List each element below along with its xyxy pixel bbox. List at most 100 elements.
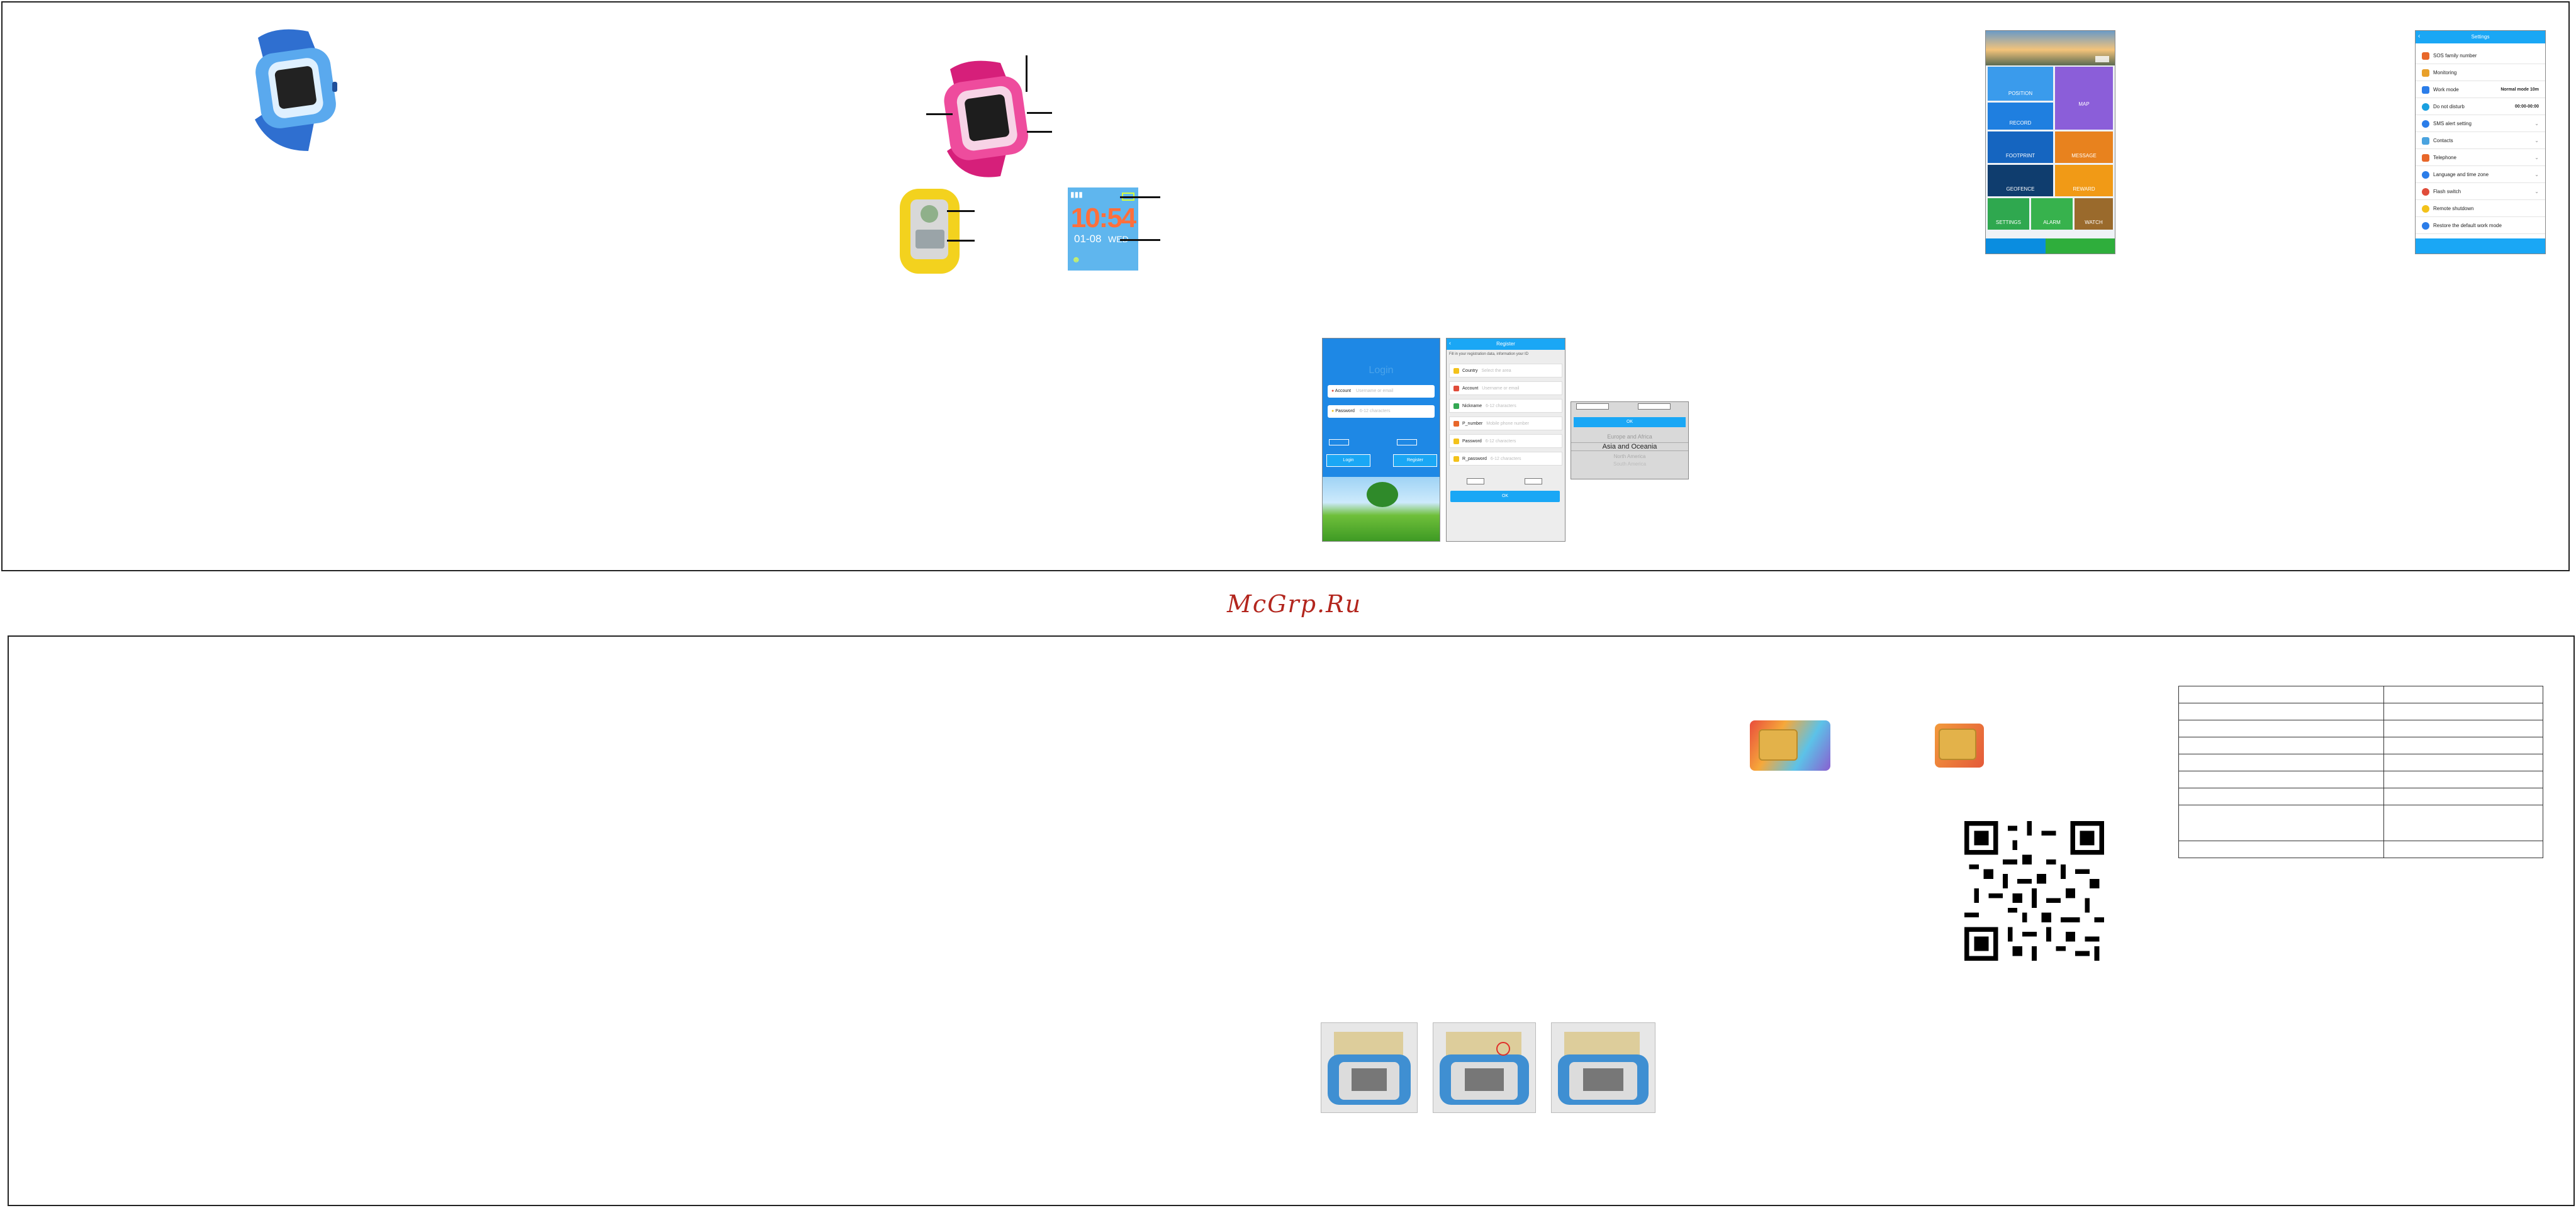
callout-line xyxy=(1027,131,1052,133)
sos-icon xyxy=(2422,52,2429,60)
table-row xyxy=(2178,703,2543,720)
clock-screen: ▮▮▮ 10:54 01-08 WED ☻ xyxy=(1068,187,1138,271)
callout-line xyxy=(947,210,975,212)
home-screen: POSITION MAP RECORD FOOTPRINT MESSAGE GE… xyxy=(1985,30,2115,254)
region-option[interactable]: Europe and Africa xyxy=(1607,433,1652,440)
bottom-tab-bar[interactable] xyxy=(2416,238,2545,254)
field-placeholder: Username or email xyxy=(1482,386,1520,391)
tile-alarm[interactable]: ALARM xyxy=(2031,198,2073,230)
tile-geofence[interactable]: GEOFENCE xyxy=(1988,165,2053,196)
tab-account[interactable] xyxy=(2046,238,2115,254)
install-photo-3 xyxy=(1551,1022,1655,1113)
picker-right[interactable] xyxy=(1525,478,1542,484)
settings-row-contacts[interactable]: Contacts⌄ xyxy=(2416,132,2545,149)
tile-label: ALARM xyxy=(2043,220,2061,225)
settings-row-monitoring[interactable]: Monitoring xyxy=(2416,64,2545,81)
blue-watch-image xyxy=(255,29,337,151)
qr-code-image xyxy=(1964,821,2104,961)
header-image xyxy=(1986,31,2115,65)
phone-icon xyxy=(2422,69,2429,77)
row-label: Language and time zone xyxy=(2433,172,2489,177)
callout-line xyxy=(947,240,975,242)
tile-position[interactable]: POSITION xyxy=(1988,67,2053,101)
chevron-down-icon: ⌄ xyxy=(2534,189,2539,194)
region-option-selected[interactable]: Asia and Oceania xyxy=(1571,442,1688,451)
field-label: Password xyxy=(1462,439,1482,444)
sim-card-large xyxy=(1750,720,1830,771)
clock-date: 01-08 xyxy=(1074,233,1102,245)
picker-left[interactable] xyxy=(1576,403,1609,410)
tile-map[interactable]: MAP xyxy=(2055,67,2113,130)
region-option[interactable]: South America xyxy=(1613,461,1647,467)
bottom-panel xyxy=(8,635,2575,1206)
register-hint: Fill in your registration data, informat… xyxy=(1449,352,1529,356)
login-screen: Login ● Account Username or email ● Pass… xyxy=(1322,338,1440,542)
telephone-icon xyxy=(2422,154,2429,162)
picker-left[interactable] xyxy=(1467,478,1484,484)
table-row xyxy=(2178,805,2543,841)
settings-row-restore[interactable]: Restore the default work mode xyxy=(2416,217,2545,234)
install-photo-2 xyxy=(1433,1022,1536,1113)
settings-row-sms[interactable]: SMS alert setting⌄ xyxy=(2416,115,2545,132)
tile-footprint[interactable]: FOOTPRINT xyxy=(1988,131,2053,163)
clock-weekday: WED xyxy=(1108,234,1129,244)
region-ok-button[interactable]: OK xyxy=(1574,417,1686,427)
nickname-icon xyxy=(1453,403,1459,409)
account-field[interactable]: ● Account Username or email xyxy=(1328,385,1435,398)
tile-watch[interactable]: WATCH xyxy=(2075,198,2113,230)
tile-record[interactable]: RECORD xyxy=(1988,103,2053,130)
settings-row-language[interactable]: Language and time zone⌄ xyxy=(2416,166,2545,183)
battery-icon xyxy=(2095,56,2109,62)
country-icon xyxy=(1453,368,1459,374)
status-icon: ☻ xyxy=(1072,254,1081,264)
table-row xyxy=(2178,788,2543,805)
tile-label: MAP xyxy=(2078,101,2090,107)
tab-home[interactable] xyxy=(1986,238,2046,254)
table-row xyxy=(2178,720,2543,737)
tile-message[interactable]: MESSAGE xyxy=(2055,131,2113,163)
field-label: Nickname xyxy=(1462,404,1482,408)
table-row xyxy=(2178,737,2543,754)
register-button[interactable]: Register xyxy=(1393,454,1437,467)
callout-line xyxy=(1026,55,1028,92)
watch-back-image xyxy=(900,189,960,274)
login-button[interactable]: Login xyxy=(1326,454,1370,467)
sim-card-small xyxy=(1935,724,1984,768)
row-label: Flash switch xyxy=(2433,189,2461,194)
callout-line xyxy=(926,113,953,115)
clock-time: 10:54 xyxy=(1070,203,1137,233)
region-picker: OK Europe and Africa Asia and Oceania No… xyxy=(1571,401,1689,479)
back-arrow-icon[interactable]: ‹ xyxy=(1449,340,1451,346)
globe-icon xyxy=(2422,171,2429,179)
tile-reward[interactable]: REWARD xyxy=(2055,165,2113,196)
settings-row-telephone[interactable]: Telephone⌄ xyxy=(2416,149,2545,166)
tile-label: REWARD xyxy=(2073,186,2095,192)
moon-icon xyxy=(2422,103,2429,111)
callout-line xyxy=(1120,196,1160,198)
settings-row-shutdown[interactable]: Remote shutdown xyxy=(2416,200,2545,217)
chevron-down-icon: ⌄ xyxy=(2534,155,2539,160)
remember-checkbox[interactable] xyxy=(1329,439,1349,445)
password-field[interactable]: ● Password 6-12 characters xyxy=(1328,405,1435,418)
contacts-icon xyxy=(2422,137,2429,145)
tile-settings[interactable]: SETTINGS xyxy=(1988,198,2029,230)
back-arrow-icon[interactable]: ‹ xyxy=(2418,33,2421,40)
region-option[interactable]: North America xyxy=(1613,454,1646,459)
watermark: McGrp.Ru xyxy=(1227,590,1362,618)
row-label: Do not disturb xyxy=(2433,104,2465,109)
password-label: Password xyxy=(1335,409,1355,413)
picker-right[interactable] xyxy=(1638,403,1671,410)
spec-table xyxy=(2178,686,2543,858)
settings-row-flash[interactable]: Flash switch ⌄ xyxy=(2416,183,2545,200)
register-ok-button[interactable]: OK xyxy=(1450,491,1560,502)
auto-login-checkbox[interactable] xyxy=(1397,439,1417,445)
settings-row-sos[interactable]: SOS family number xyxy=(2416,47,2545,64)
